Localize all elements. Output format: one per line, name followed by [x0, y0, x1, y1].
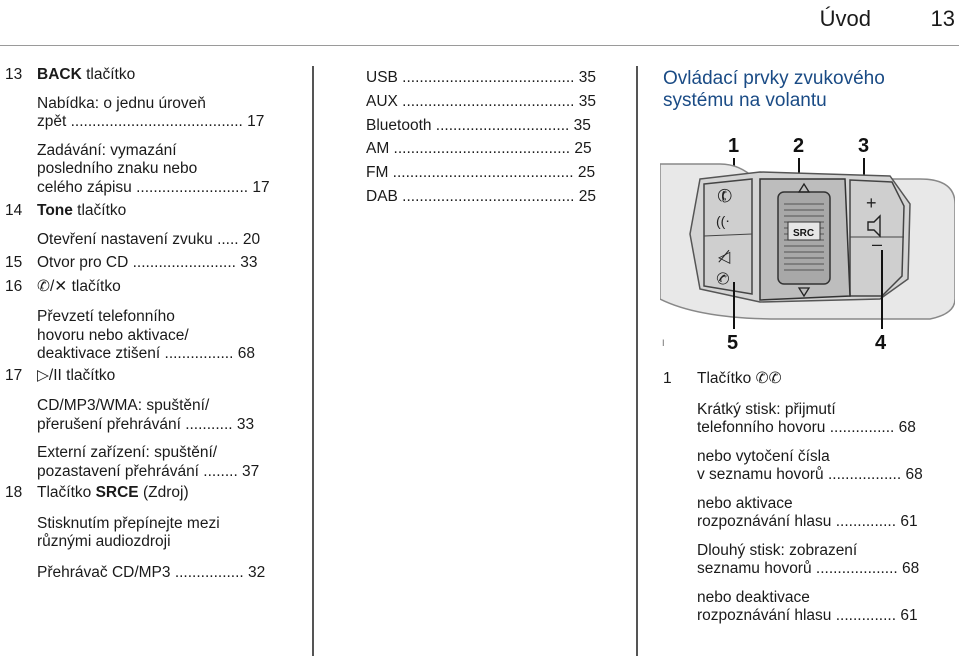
entry-text: Zadávání: vymazání posledního znaku nebo…: [37, 141, 270, 196]
callout-1: 1: [728, 135, 739, 157]
list-item-15: 15 Otvor pro CD ........................…: [5, 254, 258, 271]
header-divider: [0, 45, 959, 46]
section-title: Úvod: [819, 6, 871, 31]
entry-text: Otevření nastavení zvuku ..... 20: [37, 230, 261, 248]
entry-text: nebo vytočení čísla v seznamu hovorů ...…: [697, 447, 923, 484]
item-number: 13: [5, 66, 23, 83]
phone-mute-icon: ✆/✕: [37, 277, 68, 295]
steering-wheel-controls-figure: 1 2 3 SRC ✆ ((⋅ ◁̸ ✆ + – I 5 4: [660, 135, 955, 354]
arrow-up-icon: [797, 182, 811, 193]
play-pause-icon: ▷/II: [37, 366, 62, 384]
list-item: FM .....................................…: [366, 164, 596, 182]
page-number: 13: [930, 6, 955, 31]
speaker-icon: [867, 214, 881, 238]
entry-text: Dlouhý stisk: zobrazení seznamu hovorů .…: [697, 541, 920, 578]
hangup-icon: ✆: [713, 269, 731, 290]
item-label: tlačítko: [81, 66, 136, 83]
entry-text: Krátký stisk: přijmutí telefonního hovor…: [697, 400, 916, 437]
list-item: AUX ....................................…: [366, 92, 596, 110]
src-label: SRC: [793, 228, 814, 239]
figure-marker: I: [662, 338, 665, 348]
entry-text: Přehrávač CD/MP3 ................ 32: [37, 563, 266, 581]
list-item-14: 14 Tone tlačítko: [5, 202, 127, 219]
column-divider-2: [636, 66, 638, 656]
entry-text: Převzetí telefonního hovoru nebo aktivac…: [37, 308, 255, 362]
column-divider-1: [312, 66, 314, 656]
list-item: DAB ....................................…: [366, 187, 596, 205]
list-item: Bluetooth ..............................…: [366, 116, 591, 134]
list-item: AM .....................................…: [366, 140, 592, 158]
column-1: 13 BACK tlačítko Nabídka: o jednu úroveň…: [5, 66, 305, 582]
arrow-down-icon: [797, 287, 811, 298]
entry-text: CD/MP3/WMA: spuštění/ přerušení přehrává…: [37, 397, 255, 433]
entry-text: Externí zařízení: spuštění/ pozastavení …: [37, 444, 260, 480]
phone-voice-icon: ✆✆: [755, 370, 782, 387]
column-3-list: 1 Tlačítko ✆✆ Krátký stisk: přijmutí tel…: [663, 370, 953, 626]
list-item-16: 16 ✆/✕ tlačítko: [5, 277, 121, 295]
list-item-17: 17 ▷/II tlačítko: [5, 366, 116, 384]
list-item-18: 18 Tlačítko SRCE (Zdroj): [5, 484, 189, 501]
entry-text: nebo aktivace rozpoznávání hlasu .......…: [697, 494, 918, 531]
column-2: USB ....................................…: [366, 66, 626, 209]
section-heading: Ovládací prvky zvukového systému na vola…: [663, 68, 885, 111]
voice-icon: ((⋅: [716, 213, 730, 229]
list-item-13: 13 BACK tlačítko: [5, 66, 305, 85]
minus-icon: –: [872, 234, 882, 254]
callout-5: 5: [727, 332, 738, 354]
entry-text: Nabídka: o jednu úroveň zpět ...........…: [37, 94, 265, 131]
callout-3: 3: [858, 135, 869, 157]
mute-icon: ◁̸: [718, 249, 731, 266]
item-label-bold: BACK: [37, 66, 82, 83]
callout-2: 2: [793, 135, 804, 157]
phone-icon: ✆: [714, 184, 735, 208]
plus-icon: +: [866, 193, 877, 213]
entry-text: nebo deaktivace rozpoznávání hlasu .....…: [697, 588, 918, 625]
list-item-1: 1 Tlačítko ✆✆: [663, 370, 782, 387]
callout-4: 4: [875, 332, 887, 354]
list-item: USB ....................................…: [366, 69, 596, 86]
entry-text: Stisknutím přepínejte mezi různými audio…: [37, 514, 220, 551]
